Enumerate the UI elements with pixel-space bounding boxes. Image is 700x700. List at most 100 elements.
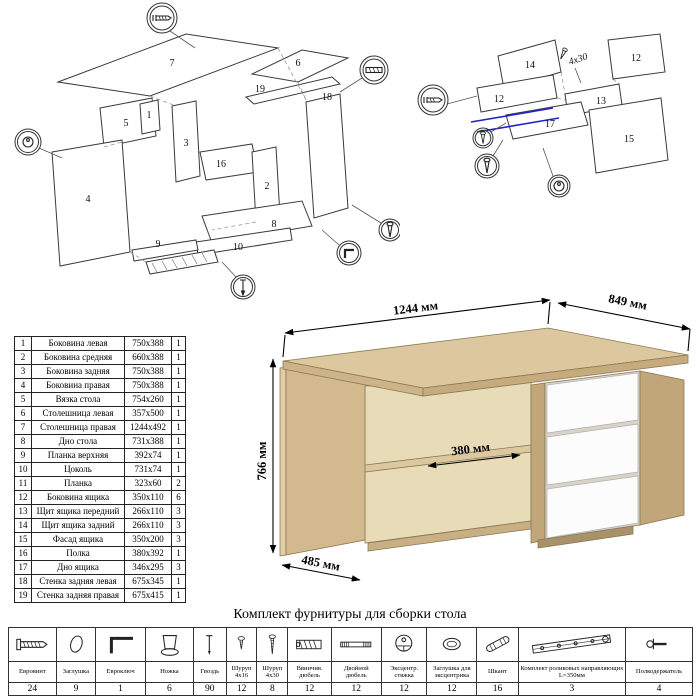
hardware-item-eurovint: Евровинт 24 (9, 628, 57, 695)
part-size: 350x110 (124, 490, 172, 505)
panel-small-side (139, 99, 161, 135)
hardware-item-vvinch-dyubel: Ввинчив. дюбель 12 (288, 628, 332, 695)
hardware-callout-screw-top (146, 2, 196, 49)
hardware-qty: 24 (9, 682, 56, 695)
alignment-guides (103, 47, 307, 263)
part-name: Боковина ящика (31, 490, 125, 505)
part-name: Боковина задняя (31, 364, 125, 379)
dim-line-shelf (427, 452, 521, 469)
part-qty: 1 (171, 378, 186, 393)
part-name: Полка (31, 546, 125, 561)
label-part-5: 5 (124, 118, 129, 129)
cam-lock-icon (22, 136, 34, 148)
drawer-front-3 (546, 475, 639, 539)
part-size: 350x200 (124, 532, 172, 547)
parts-table-row: 10 Цоколь 731x74 1 (14, 462, 186, 477)
panel-rail (145, 249, 219, 275)
panel-desktop-right (56, 33, 280, 97)
panel-shelf (199, 143, 259, 181)
part-name: Фасад ящика (31, 532, 125, 547)
part-size: 731x74 (124, 462, 172, 477)
parts-table-row: 14 Щит ящика задний 266x110 3 (14, 518, 186, 533)
part-number: 6 (14, 406, 32, 421)
hardware-qty: 12 (288, 682, 331, 695)
exploded-diagram-desk: 7 6 19 18 5 1 3 16 2 8 10 4 9 (14, 2, 400, 300)
part-qty: 1 (171, 462, 186, 477)
part-size: 750x388 (124, 336, 172, 351)
hardware-name: Заглушка (56, 661, 96, 682)
part-name: Боковина левая (31, 336, 125, 351)
drawer-front-1 (546, 372, 639, 434)
wood-dowel-icon (485, 636, 510, 652)
part-number: 11 (14, 476, 32, 491)
hardware-name: Евровинт (9, 661, 56, 682)
parts-table-row: 16 Полка 380x392 1 (14, 546, 186, 561)
hardware-qty: 12 (381, 682, 427, 695)
label-part-17: 17 (545, 119, 555, 130)
part-size: 675x415 (124, 588, 172, 603)
part-name: Боковина правая (31, 378, 125, 393)
panel-back-left (305, 93, 349, 219)
screw-icon (480, 131, 486, 144)
hardware-kit-table: Евровинт 24 Заглушка 9 Евроключ 1 Ножка … (8, 627, 694, 696)
part-number: 12 (14, 490, 32, 505)
drawer-callouts (417, 84, 571, 198)
part-qty: 3 (171, 518, 186, 533)
part-name: Дно ящика (31, 560, 125, 575)
label-part-8: 8 (272, 219, 277, 230)
desk-left-panel (285, 366, 366, 556)
panel-side-left-big (51, 139, 131, 267)
hardware-callout-screw-right (351, 204, 400, 242)
desk-render: 1244 мм 849 мм 766 мм 380 мм 485 мм (255, 293, 691, 582)
panel-planka (131, 239, 199, 262)
hardware-callout-nail-bottom (221, 261, 256, 300)
panel-back-strip (244, 76, 342, 105)
hardware-callout-screw-b (474, 139, 504, 179)
label-part-12b: 12 (494, 94, 504, 105)
dim-left-depth-label: 485 мм (300, 552, 341, 573)
hex-key-icon (109, 636, 133, 654)
hardware-name: Шуруп 4x30 (257, 661, 288, 682)
label-part-2: 2 (265, 181, 270, 192)
part-name: Боковина средняя (31, 350, 125, 365)
rail-hatching (151, 252, 208, 273)
part-number: 13 (14, 504, 32, 519)
hardware-qty: 16 (477, 682, 518, 695)
part-name: Стенка задняя правая (31, 588, 125, 603)
hardware-qty: 12 (226, 682, 257, 695)
part-name: Дно стола (31, 434, 125, 449)
screw-size-note: 4x30 (560, 47, 589, 84)
part-size: 266x110 (124, 518, 172, 533)
parts-table-row: 7 Столешница правая 1244x492 1 (14, 420, 186, 435)
part-qty: 1 (171, 448, 186, 463)
hardware-name: Шкант (477, 661, 518, 682)
hardware-item-zaglushka-excentrika: Заглушка для эксцентрика 12 (427, 628, 478, 695)
label-part-14: 14 (525, 60, 535, 71)
part-number: 3 (14, 364, 32, 379)
hardware-name: Евроключ (96, 661, 145, 682)
hardware-qty: 9 (56, 682, 96, 695)
part-number: 18 (14, 574, 32, 589)
label-part-12a: 12 (631, 53, 641, 64)
part-name: Стенка задняя левая (31, 574, 125, 589)
panel-drawer-back (497, 39, 562, 90)
hardware-callout-dowel-right (339, 55, 389, 93)
hardware-name: Двойной дюбель (331, 661, 381, 682)
foot-icon (160, 635, 179, 656)
label-part-18: 18 (322, 92, 332, 103)
screw-short-icon (237, 636, 246, 650)
shelf-pin-icon (645, 638, 667, 650)
panel-desktop-left (250, 49, 350, 83)
drawer-part-labels: 14 12 13 12 17 15 (494, 53, 641, 145)
desk-panels (51, 33, 350, 275)
label-part-16: 16 (216, 159, 226, 170)
parts-table-row: 12 Боковина ящика 350x110 6 (14, 490, 186, 505)
screw-icon (483, 157, 491, 174)
hardware-item-gvozd: Гвоздь 90 (193, 628, 227, 695)
nail-icon (206, 635, 213, 655)
desk-top-edge-front (422, 354, 689, 397)
part-name: Столешница левая (31, 406, 125, 421)
cam-lock-icon (395, 634, 413, 652)
part-name: Вязка стола (31, 392, 125, 407)
part-size: 754x260 (124, 392, 172, 407)
